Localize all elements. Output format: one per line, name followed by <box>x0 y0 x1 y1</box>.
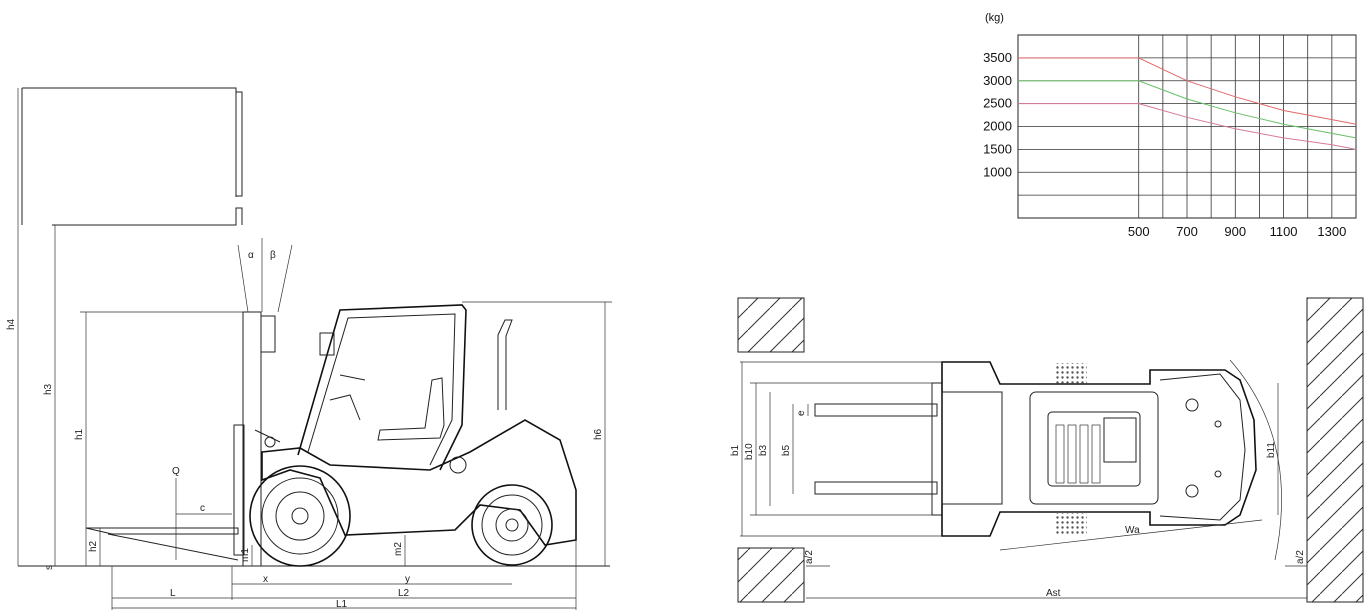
label-Ast: Ast <box>1046 588 1061 599</box>
wall-right <box>1306 297 1364 603</box>
obstacle-top-left <box>737 297 805 353</box>
front-wheel <box>249 465 351 567</box>
chart-xtick-1100: 1100 <box>1270 224 1298 239</box>
tread-top <box>1055 363 1087 385</box>
label-b5: b5 <box>781 444 792 456</box>
label-h1: h1 <box>74 428 85 440</box>
label-h4: h4 <box>6 318 17 330</box>
label-L: L <box>170 588 176 599</box>
label-m1: m1 <box>240 548 251 562</box>
cab-roof <box>1047 411 1141 487</box>
label-L1: L1 <box>336 599 348 610</box>
top-view: b1 b10 b3 b5 e b11 Wa a/2 a/2 Ast <box>730 297 1364 603</box>
chart-ytick-3500: 3500 <box>983 50 1012 65</box>
chart-xtick-500: 500 <box>1128 224 1150 239</box>
rear-wheel <box>471 484 553 566</box>
tilt-pivot <box>264 436 276 448</box>
raised-load <box>21 87 237 225</box>
label-b11: b11 <box>1266 442 1277 458</box>
label-h2: h2 <box>88 540 99 552</box>
fork-carriage-top <box>931 382 943 516</box>
cw-hook-top <box>1185 398 1199 412</box>
load-chart: (kg) 3500 3000 2500 2000 1500 1000 500 700 900 11… <box>983 12 1357 239</box>
chart-series-3 <box>1018 103 1357 150</box>
truck-outline <box>941 361 1257 537</box>
fuel-cap <box>449 456 467 474</box>
fork-carriage <box>233 424 245 556</box>
label-L2: L2 <box>398 588 410 599</box>
label-b3: b3 <box>758 444 769 456</box>
tilt-alpha <box>237 244 249 313</box>
chart-ylabel: (kg) <box>985 12 1004 24</box>
label-m2: m2 <box>393 542 404 556</box>
obstacle-bottom-left <box>737 547 805 603</box>
overhead-guard <box>1029 391 1159 505</box>
label-e: e <box>796 410 807 416</box>
label-Q: Q <box>172 466 180 477</box>
truck-body <box>261 419 577 546</box>
mast-top-view <box>941 391 1003 505</box>
chart-series-1 <box>1018 57 1357 125</box>
fork-lower <box>814 481 938 495</box>
counterweight <box>1159 373 1246 521</box>
exhaust-pipe <box>497 319 513 410</box>
label-alpha: α <box>248 250 254 261</box>
tread-bottom <box>1055 512 1087 534</box>
label-b1: b1 <box>730 444 741 456</box>
label-x: x <box>263 574 268 585</box>
label-a2-right: a/2 <box>1295 550 1306 564</box>
label-h6: h6 <box>593 428 604 440</box>
chart-series-2 <box>1018 80 1357 139</box>
cab-inner <box>307 313 456 466</box>
fork-upper <box>814 403 938 417</box>
side-mirror <box>319 332 335 356</box>
label-beta: β <box>270 250 276 261</box>
steering-column <box>329 374 366 421</box>
label-Wa: Wa <box>1125 525 1140 536</box>
tilt-cylinder <box>254 429 281 443</box>
chart-ytick-2500: 2500 <box>983 96 1012 111</box>
mast-head <box>260 315 276 353</box>
roof-panel <box>1103 417 1137 463</box>
lower-fork <box>85 527 239 535</box>
turning-arc <box>1229 359 1282 561</box>
Wa-line <box>999 519 1263 551</box>
label-h3: h3 <box>43 383 54 395</box>
fork-tip-line <box>107 533 239 561</box>
cw-bolt-2 <box>1214 470 1222 478</box>
label-b10: b10 <box>744 443 755 460</box>
label-c: c <box>200 503 205 514</box>
chart-ytick-3000: 3000 <box>983 73 1012 88</box>
label-y: y <box>405 574 410 585</box>
label-s: s <box>44 565 55 570</box>
chart-xtick-900: 900 <box>1224 224 1246 239</box>
chart-ytick-1500: 1500 <box>983 141 1012 156</box>
raised-backrest <box>235 91 243 197</box>
chart-ytick-2000: 2000 <box>983 119 1012 134</box>
label-a2-left: a/2 <box>804 550 815 564</box>
chart-xtick-1300: 1300 <box>1317 224 1346 239</box>
chart-xtick-700: 700 <box>1176 224 1198 239</box>
tilt-beta <box>277 244 293 313</box>
cab-frame <box>297 304 467 471</box>
side-view: h4 h3 h1 h2 s α β <box>6 87 612 610</box>
roof-slots <box>1055 424 1101 484</box>
raised-forks <box>52 207 243 226</box>
chart-ytick-1000: 1000 <box>983 164 1012 179</box>
cw-hook-bottom <box>1185 484 1199 498</box>
cw-bolt-1 <box>1214 420 1222 428</box>
operator-seat <box>377 377 445 441</box>
